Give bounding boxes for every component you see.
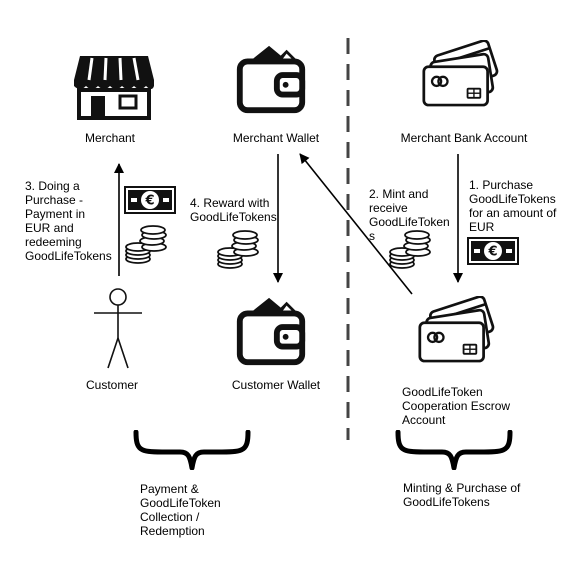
customer-label: Customer [85,378,138,392]
step3-label: 3. Doing a Purchase - Payment in EUR and… [25,179,112,263]
right-section-brace [398,432,510,468]
left-section-label: Payment & GoodLifeToken Collection / Red… [140,482,221,538]
left-section-brace [136,432,248,468]
customer-wallet-label: Customer Wallet [231,378,321,392]
stick-figure-icon [94,288,142,369]
right-section-label: Minting & Purchase of GoodLifeTokens [403,481,521,509]
arrow-escrow-to-merchant-wallet [299,153,413,295]
storefront-icon [74,56,154,120]
escrow-cards-icon [418,296,496,363]
merchant-bank-cards-icon [422,40,500,107]
step2-label: 2. Mint and receive GoodLifeToken s [369,187,450,243]
merchant-label: Merchant [84,131,136,145]
merchant-wallet-label: Merchant Wallet [232,131,320,145]
step4-label: 4. Reward with GoodLifeTokens [190,196,277,224]
step1-label: 1. Purchase GoodLifeTokens for an amount… [469,178,557,234]
merchant-bank-account-label: Merchant Bank Account [400,131,528,145]
merchant-wallet-icon [240,46,302,110]
coin-stack-icon-step3 [125,225,167,264]
escrow-account-label: GoodLifeToken Cooperation Escrow Account [402,385,511,427]
euro-banknote-icon-step1 [467,237,519,265]
euro-banknote-icon-step3 [124,186,176,214]
coin-stack-icon-step4 [217,230,259,269]
customer-wallet-icon [240,298,302,362]
